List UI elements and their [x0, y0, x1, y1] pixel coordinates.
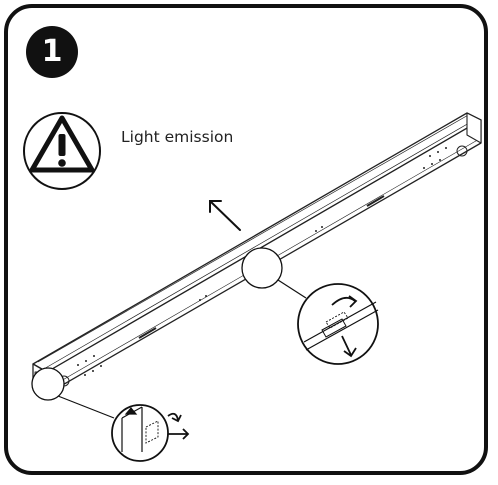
end-cap-detail-callout	[31, 367, 190, 462]
warning-triangle-icon	[23, 112, 101, 190]
step-number-badge: 1	[26, 26, 78, 78]
step-number: 1	[41, 34, 63, 69]
light-direction-arrow	[209, 200, 241, 231]
knockout-detail-callout	[241, 247, 379, 365]
warning-label: Light emission	[121, 128, 234, 146]
mounting-holes	[77, 147, 447, 376]
instruction-panel	[4, 4, 488, 475]
